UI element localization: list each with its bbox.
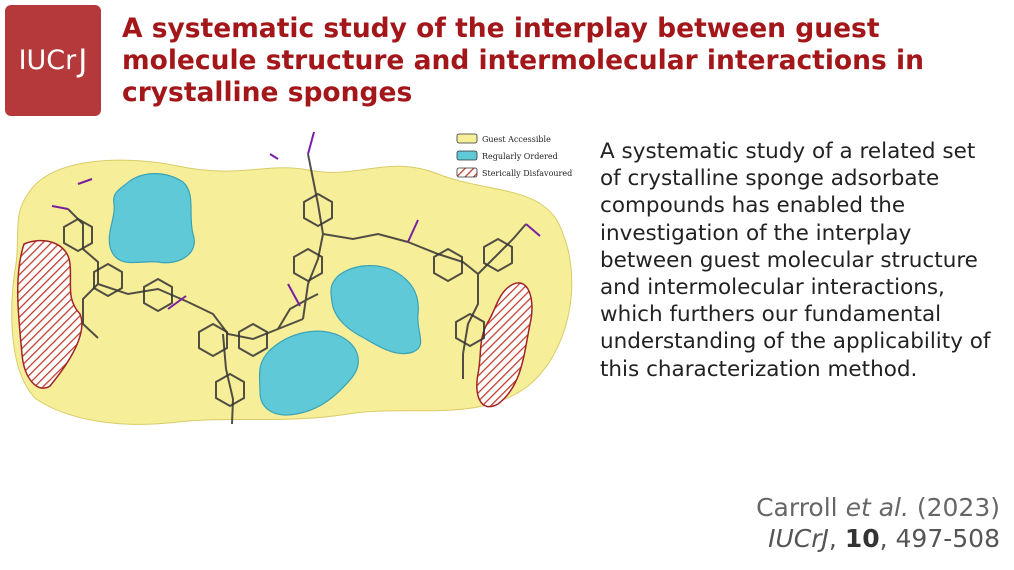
framework-rings [63,192,513,408]
legend-label-regularly-ordered: Regularly Ordered [482,152,558,161]
ordered-guest-2 [330,265,422,355]
sterically-disfavoured-right [476,282,533,408]
citation-journal: IUCrJ [768,524,829,553]
legend-swatch-guest-accessible [456,133,478,144]
citation-author: Carroll [756,493,838,522]
citation-authors-line: Carroll et al. (2023) [756,492,1000,523]
sterically-disfavoured-left [16,239,83,389]
logo-letter: J [78,42,88,79]
citation-etal: et al. [845,493,909,522]
citation-pages: 497-508 [895,524,1000,553]
figure-legend: Guest Accessible Regularly Ordered Steri… [456,133,572,178]
legend-label-guest-accessible: Guest Accessible [482,135,551,144]
logo-text: IUCr [18,45,77,76]
citation-journal-line: IUCrJ, 10, 497-508 [768,524,1000,553]
crystal-sponge-figure: Guest Accessible Regularly Ordered Steri… [8,124,590,430]
legend-swatch-regularly-ordered [456,150,478,161]
citation: Carroll et al. (2023) IUCrJ, 10, 497-508 [756,492,1000,554]
ordered-guest-1 [108,173,195,264]
ordered-guest-3 [258,330,359,416]
abstract-summary: A systematic study of a related set of c… [600,139,991,382]
page-title: A systematic study of the interplay betw… [122,13,924,108]
linker-bonds [51,131,541,310]
citation-volume: 10 [844,524,880,553]
legend-label-sterically-disfavoured: Sterically Disfavoured [482,169,572,178]
legend-swatch-sterically-disfavoured [456,167,478,178]
citation-year: (2023) [916,493,1000,522]
